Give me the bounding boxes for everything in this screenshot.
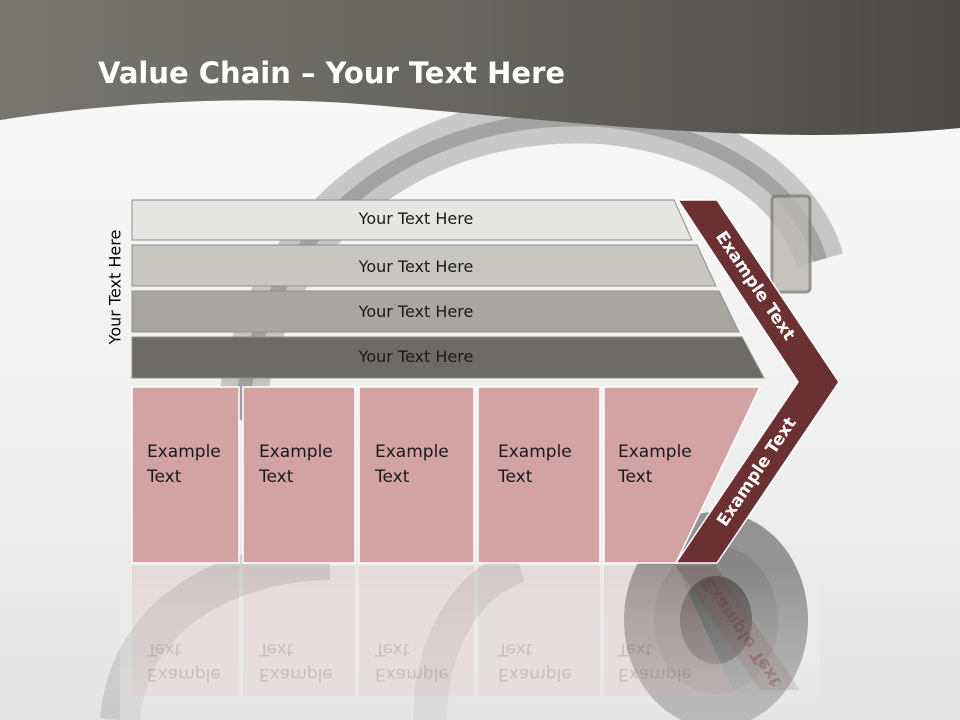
support-band-2-label: Your Text Here — [358, 257, 474, 276]
activity-box-4-line1: Example — [498, 442, 572, 462]
support-band-4 — [131, 336, 765, 379]
activity-box-5-reflection-line2: Text — [618, 639, 653, 659]
activity-box-5-label: Example Text — [618, 440, 692, 490]
activity-box-3-line2: Text — [375, 467, 410, 487]
activity-box-4-line2: Text — [498, 467, 533, 487]
support-band-2 — [131, 244, 717, 287]
support-band-3 — [131, 290, 740, 333]
activity-box-4-reflection-line2: Text — [498, 639, 533, 659]
activity-box-5-line2: Text — [618, 467, 653, 487]
activity-box-4-label: Example Text — [498, 440, 572, 490]
activity-box-3-reflection-line1: Example — [375, 664, 449, 684]
activity-box-2 — [242, 386, 356, 564]
activity-box-1-line2: Text — [147, 467, 182, 487]
activity-box-2-line2: Text — [259, 467, 294, 487]
activity-box-1-reflection-line2: Text — [147, 639, 182, 659]
activity-box-2-line1: Example — [259, 442, 333, 462]
title-rest: – Your Text Here — [290, 56, 566, 90]
activity-box-5-line1: Example — [618, 442, 692, 462]
slide-title: Value Chain – Your Text Here — [98, 52, 565, 94]
activity-box-1-line1: Example — [147, 442, 221, 462]
activity-box-1 — [131, 386, 240, 564]
activity-box-4-reflection-line1: Example — [498, 664, 572, 684]
support-band-3-label: Your Text Here — [358, 302, 474, 321]
activity-box-2-reflection-line1: Example — [259, 664, 333, 684]
activity-box-3-label: Example Text — [375, 440, 449, 490]
support-band-1 — [131, 199, 693, 241]
activity-box-2-reflection-line2: Text — [259, 639, 294, 659]
activity-box-1-reflection-line1: Example — [147, 664, 221, 684]
support-band-4-label: Your Text Here — [358, 347, 474, 366]
activity-box-3-reflection-line2: Text — [375, 639, 410, 659]
activity-box-3 — [358, 386, 475, 564]
activity-box-5-reflection-line1: Example — [618, 664, 692, 684]
activity-box-2-reflection: Example Text — [259, 636, 333, 686]
activity-box-4-reflection: Example Text — [498, 636, 572, 686]
header-band — [0, 0, 960, 135]
margin-chevron — [674, 199, 840, 564]
activity-box-3-line1: Example — [375, 442, 449, 462]
activity-box-1-reflection: Example Text — [147, 636, 221, 686]
activity-box-4 — [477, 386, 601, 564]
activity-box-1-label: Example Text — [147, 440, 221, 490]
activity-box-3-reflection: Example Text — [375, 636, 449, 686]
title-bold: Value Chain — [98, 56, 291, 90]
activity-box-2-label: Example Text — [259, 440, 333, 490]
support-band-1-label: Your Text Here — [358, 209, 474, 228]
activity-box-5-reflection: Example Text — [618, 636, 692, 686]
